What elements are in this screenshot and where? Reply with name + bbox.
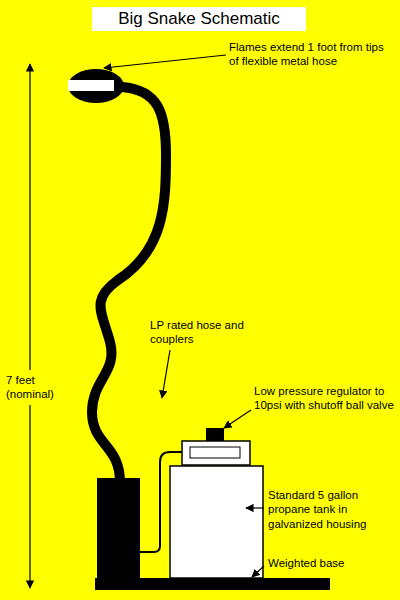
height-dimension <box>29 64 30 588</box>
leader-line <box>104 55 226 68</box>
regulator-callout: Low pressure regulator to 10psi with shu… <box>254 384 394 413</box>
base-callout: Weighted base <box>268 556 388 570</box>
leader-line <box>252 566 264 577</box>
burner-head <box>68 69 124 103</box>
ball-valve <box>206 428 224 441</box>
leader-line <box>224 410 251 428</box>
regulator <box>182 441 250 465</box>
hose-callout: LP rated hose and couplers <box>150 318 262 347</box>
regulator-body <box>190 447 240 458</box>
height-label: 7 feet (nominal) <box>6 370 56 405</box>
burner-band <box>68 80 114 91</box>
title: Big Snake Schematic <box>92 7 306 31</box>
leader-line <box>162 350 170 398</box>
flexible-hose <box>92 87 166 482</box>
flame-callout: Flames extend 1 foot from tips of flexib… <box>229 40 389 69</box>
leader-line <box>246 507 264 508</box>
tank-callout: Standard 5 gallon propane tank in galvan… <box>268 488 394 531</box>
post <box>97 478 140 580</box>
tank-housing <box>170 466 263 578</box>
